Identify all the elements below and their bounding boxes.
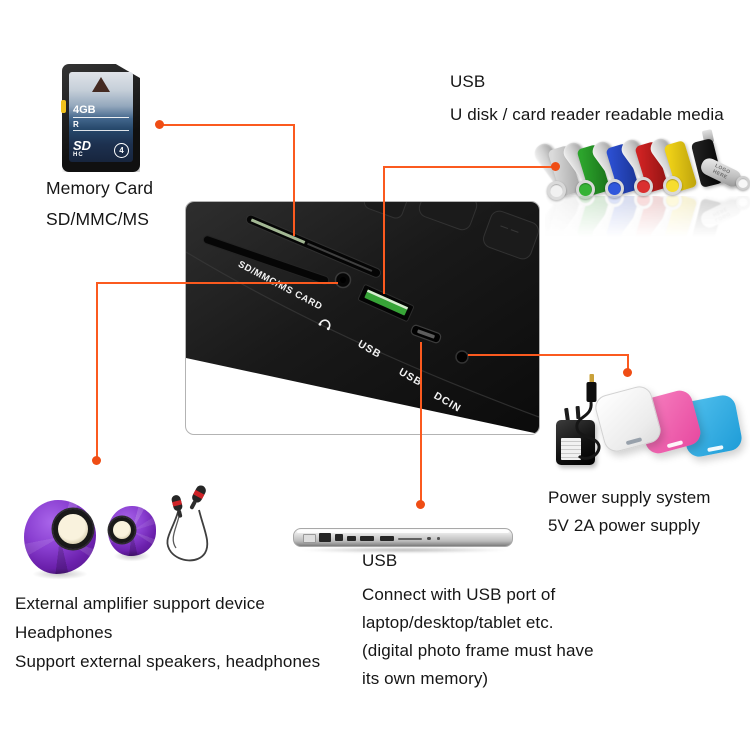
charger-usb-slot: [707, 444, 724, 453]
earbud: [189, 485, 206, 510]
laptop-audio-jack: [427, 536, 431, 540]
sd-card-slot: [245, 214, 382, 278]
headphone-jack-port: [334, 271, 352, 289]
usb-connect-line4: its own memory): [362, 669, 489, 688]
earbud: [171, 495, 183, 518]
frame-back-photo: SD/MMC/MS CARD USB USB DCIN: [185, 201, 540, 435]
panel-molded-button: [483, 210, 539, 260]
panel-seam: [186, 251, 539, 418]
sd-card-triangle: [92, 77, 110, 92]
headphone-jack-icon: [318, 319, 331, 331]
power-caption-line2: 5V 2A power supply: [548, 516, 701, 535]
usb-drive-black: LOGO HERE: [690, 129, 750, 198]
laptop-magsafe-port: [303, 534, 316, 543]
frame-back-graphic: SD/MMC/MS CARD USB USB DCIN: [186, 202, 539, 434]
audio-caption-line2: Headphones: [15, 623, 113, 642]
speaker-small: [108, 506, 156, 562]
usb-drive-hole: [547, 181, 566, 200]
usb-drive-hole: [736, 176, 750, 190]
usb-media-title: USB: [450, 72, 486, 91]
usb-connect-line1: Connect with USB port of: [362, 585, 556, 604]
usb-media-caption: USB U disk / card reader readable media: [450, 70, 724, 127]
laptop-ethernet-port: [319, 532, 331, 542]
leader-micro-usb-dot: [416, 500, 425, 509]
adapter-cable: [575, 374, 601, 460]
speaker-driver: [109, 517, 135, 543]
usb-host-port: [358, 284, 414, 322]
charger-usb-slot: [666, 439, 684, 449]
leader-headphone-h: [96, 282, 338, 284]
audio-caption: External amplifier support device Headph…: [15, 589, 320, 676]
laptop-displayport: [347, 535, 356, 541]
power-adapter: [556, 420, 595, 465]
laptop-firewire-port: [335, 534, 343, 541]
usb-drive-white: [531, 140, 582, 204]
adapter-label: [561, 438, 581, 460]
leader-memory-card-v: [293, 124, 295, 236]
usb-drive-green: [560, 138, 611, 203]
audio-caption-line3: Support external speakers, headphones: [15, 652, 321, 671]
laptop-photo: [293, 524, 515, 556]
usb-drive-red: [618, 136, 669, 200]
usb-drive-hole: [663, 176, 682, 196]
laptop-usb-port: [360, 535, 374, 541]
usb-drive-blue: [589, 137, 640, 202]
leader-headphone-dot: [92, 456, 101, 465]
memory-card-caption: Memory Card SD/MMC/MS: [46, 173, 153, 235]
leader-usb-media-h: [383, 166, 555, 168]
usb-connect-line3: (digital photo frame must have: [362, 641, 594, 660]
sd-card-capacity: 4GB: [73, 104, 129, 118]
leader-dc-in-v: [627, 354, 629, 369]
audio-caption-line1: External amplifier support device: [15, 594, 265, 613]
memory-card-caption-line1: Memory Card: [46, 178, 154, 198]
usb-connect-title: USB: [362, 551, 398, 570]
leader-memory-card-h: [160, 124, 295, 126]
usb-connect-caption: USB Connect with USB port of laptop/desk…: [362, 549, 594, 693]
leader-headphone-v: [96, 282, 98, 458]
power-caption-line1: Power supply system: [548, 488, 711, 507]
leader-dc-in-dot: [623, 368, 632, 377]
laptop-body: [293, 528, 513, 547]
earphones: [166, 485, 209, 562]
panel-recess: [202, 235, 330, 285]
usb-connect-line2: laptop/desktop/tablet etc.: [362, 613, 554, 632]
usb-drive-hole: [634, 177, 653, 197]
laptop-shadow: [299, 547, 509, 553]
power-supply-photo: [545, 366, 750, 478]
memory-card-caption-line2: SD/MMC/MS: [46, 209, 149, 229]
charger-usb-slot: [625, 436, 643, 446]
usb-drive-hole: [576, 179, 595, 199]
usb-drive-hole: [605, 178, 624, 198]
usb-media-subtitle: U disk / card reader readable media: [450, 105, 724, 124]
leader-dc-in-h: [468, 354, 629, 356]
panel-molded-button: [418, 202, 478, 231]
speaker-driver: [53, 509, 93, 549]
laptop-usb-port: [380, 535, 394, 541]
sd-speed-class-icon: 4: [114, 143, 129, 158]
speaker-large: [24, 500, 96, 580]
power-caption: Power supply system 5V 2A power supply: [548, 484, 711, 540]
leader-memory-card-dot: [155, 120, 164, 129]
micro-usb-port: [410, 324, 442, 344]
laptop-sd-slot: [398, 537, 422, 540]
leader-micro-usb-v: [420, 342, 422, 502]
laptop-mic-jack: [437, 537, 440, 540]
dc-in-port: [455, 350, 469, 364]
usb-drive-yellow: [647, 135, 698, 199]
panel-molded-button: [363, 202, 409, 219]
sd-card-write-mark: R: [73, 120, 129, 131]
usb-drives: LOGO HERE LOGO HERE: [531, 126, 750, 257]
usb-drive-row: LOGO HERE: [531, 126, 750, 256]
sd-card-lock-switch: [61, 100, 66, 113]
leader-usb-media-v: [383, 166, 385, 294]
leader-usb-media-dot: [551, 162, 560, 171]
audio-devices-photo: [18, 476, 233, 584]
